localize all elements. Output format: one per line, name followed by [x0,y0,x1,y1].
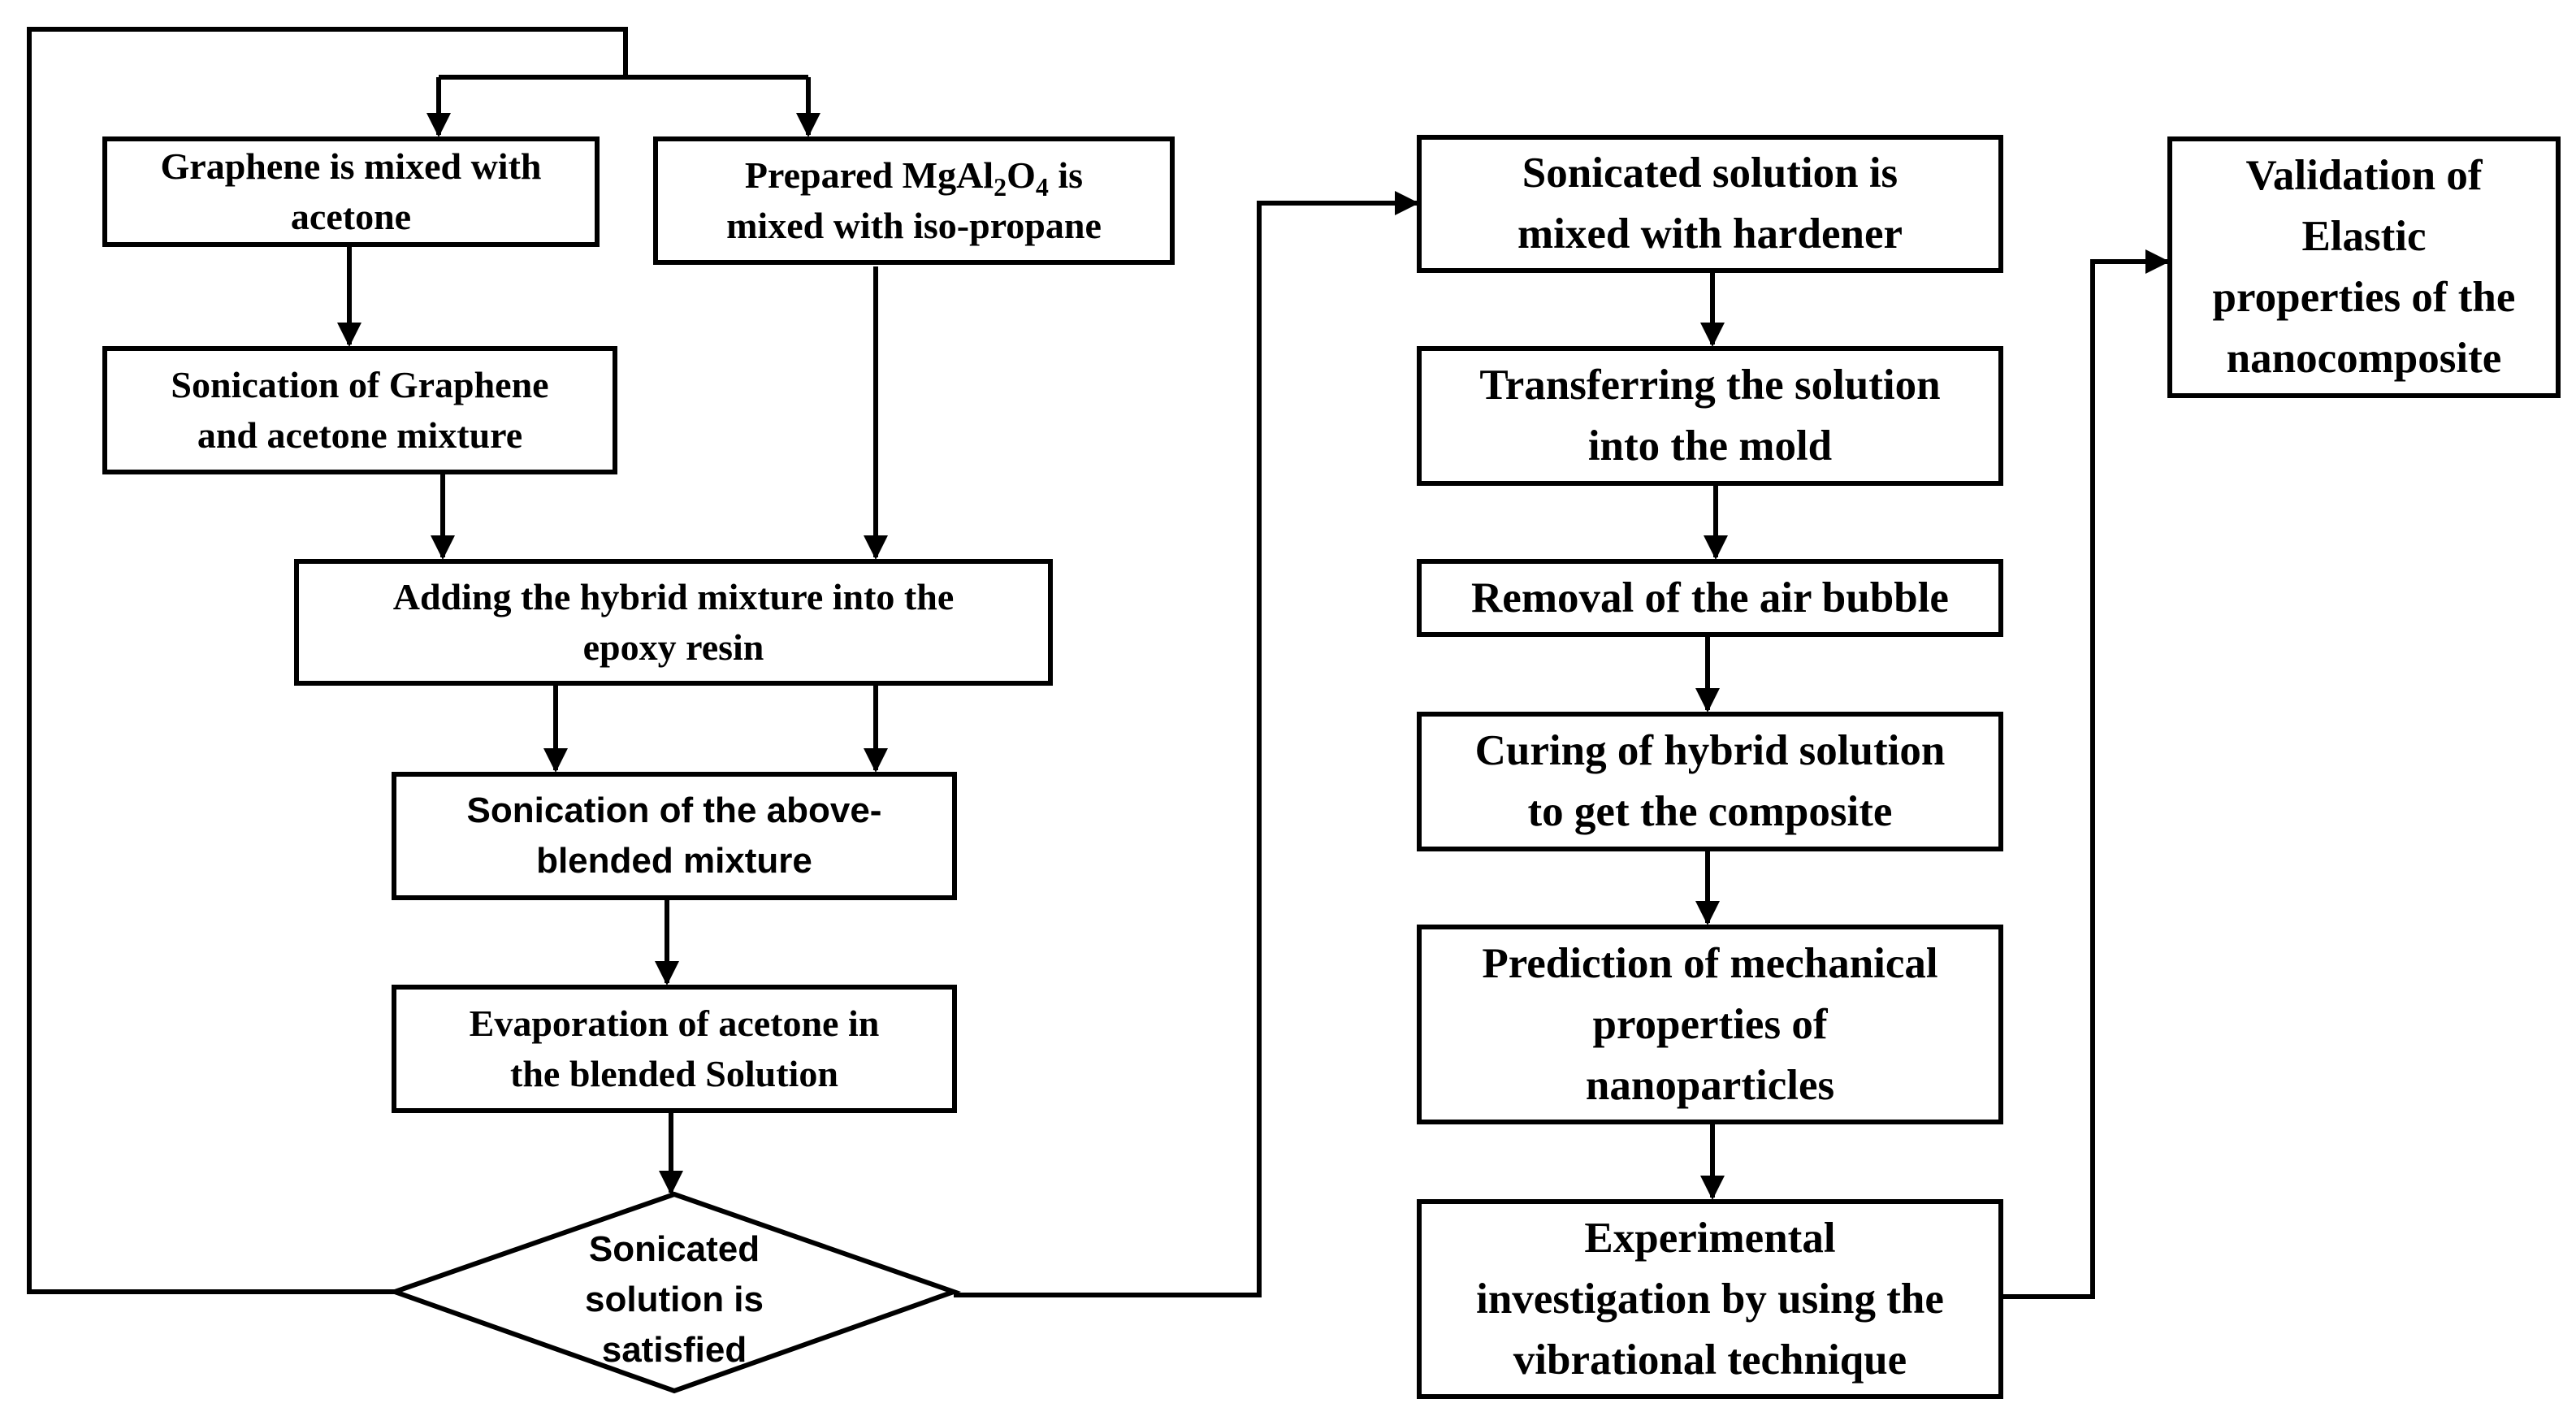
sonication-blended-box: Sonication of the above- blended mixture [392,772,957,900]
feedback-loop-line [27,27,628,1294]
mgal2o4-mix-label: Prepared MgAl2O4 is mixed with iso-propa… [726,154,1102,246]
arrow-decision-to-hardener [954,191,1419,1297]
air-bubble-label: Removal of the air bubble [1471,574,1949,622]
transfer-mold-box: Transferring the solution into the mold [1417,346,2003,486]
decision-label: Sonicated solution is satisfied [585,1229,764,1370]
sonication-graphene-label: Sonication of Graphene and acetone mixtu… [171,364,549,456]
decision-diamond [387,1191,962,1394]
curing-label: Curing of hybrid solution to get the com… [1474,727,1946,835]
mixed-hardener-label: Sonicated solution is mixed with hardene… [1517,149,1903,258]
mixed-hardener-box: Sonicated solution is mixed with hardene… [1417,135,2003,273]
evaporation-box: Evaporation of acetone in the blended So… [392,985,957,1113]
graphene-mix-label: Graphene is mixed with acetone [160,145,542,237]
sonication-blended-label: Sonication of the above- blended mixture [466,790,882,881]
transfer-mold-label: Transferring the solution into the mold [1479,362,1941,470]
curing-box: Curing of hybrid solution to get the com… [1417,712,2003,851]
experimental-label: Experimental investigation by using the … [1476,1214,1944,1384]
air-bubble-box: Removal of the air bubble [1417,559,2003,637]
adding-hybrid-box: Adding the hybrid mixture into the epoxy… [294,559,1053,686]
prediction-box: Prediction of mechanical properties of n… [1417,925,2003,1124]
validation-box: Validation of Elastic properties of the … [2167,136,2561,398]
evaporation-label: Evaporation of acetone in the blended So… [469,1003,880,1094]
prediction-label: Prediction of mechanical properties of n… [1482,939,1938,1109]
graphene-mix-box: Graphene is mixed with acetone [102,136,600,247]
mgal2o4-mix-box: Prepared MgAl2O4 is mixed with iso-propa… [653,136,1175,265]
adding-hybrid-label: Adding the hybrid mixture into the epoxy… [392,576,955,668]
arrow-experimental-to-validation [2000,249,2170,1299]
sonication-graphene-box: Sonication of Graphene and acetone mixtu… [102,346,617,474]
experimental-box: Experimental investigation by using the … [1417,1199,2003,1399]
validation-label: Validation of Elastic properties of the … [2212,152,2516,382]
